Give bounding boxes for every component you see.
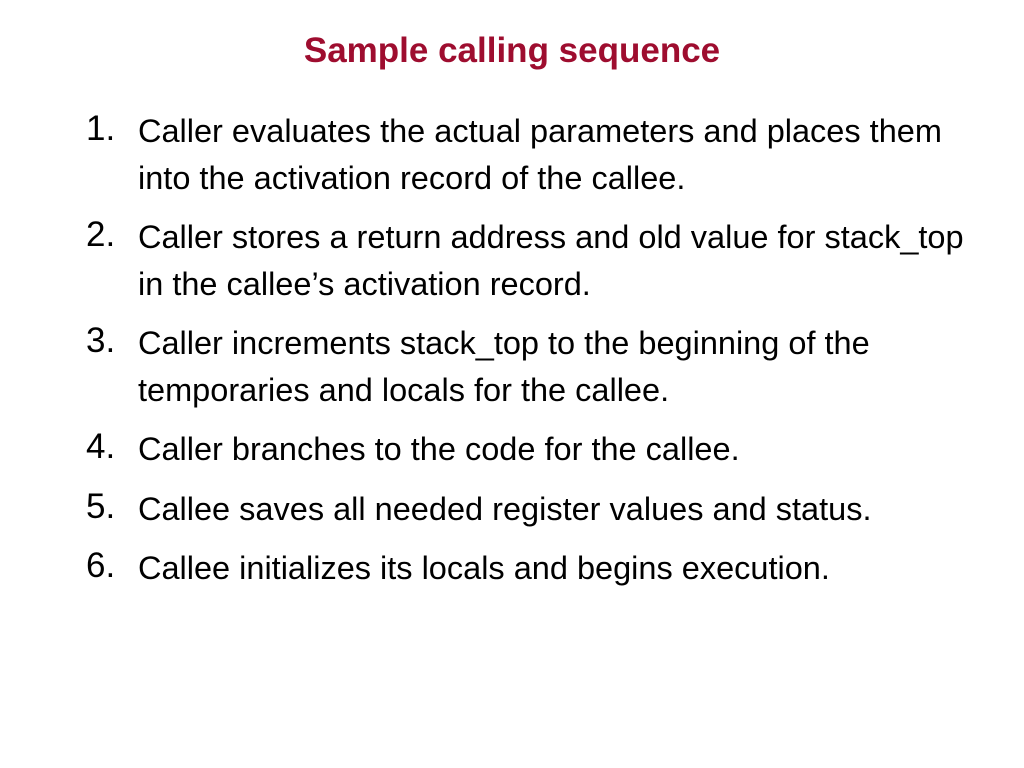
step-text: Callee initializes its locals and begins… (138, 550, 830, 586)
list-item: 3. Caller increments stack_top to the be… (86, 318, 966, 413)
list-item: 6. Callee initializes its locals and beg… (86, 543, 966, 592)
step-text: Caller increments stack_top to the begin… (138, 325, 870, 408)
list-item: 5. Callee saves all needed register valu… (86, 484, 966, 533)
step-text: Caller evaluates the actual parameters a… (138, 113, 942, 196)
list-item: 1. Caller evaluates the actual parameter… (86, 106, 966, 201)
step-number: 1. (86, 109, 116, 148)
list-item: 4. Caller branches to the code for the c… (86, 424, 966, 473)
step-number: 4. (86, 427, 116, 466)
step-number: 6. (86, 546, 116, 585)
step-text: Caller stores a return address and old v… (138, 219, 964, 302)
step-number: 3. (86, 321, 116, 360)
list-item: 2. Caller stores a return address and ol… (86, 212, 966, 307)
slide-title: Sample calling sequence (303, 31, 721, 70)
step-text: Caller branches to the code for the call… (138, 431, 740, 467)
step-number: 2. (86, 215, 116, 254)
step-text: Callee saves all needed register values … (138, 490, 872, 527)
steps-list: 1. Caller evaluates the actual parameter… (86, 106, 966, 603)
step-number: 5. (86, 486, 116, 526)
